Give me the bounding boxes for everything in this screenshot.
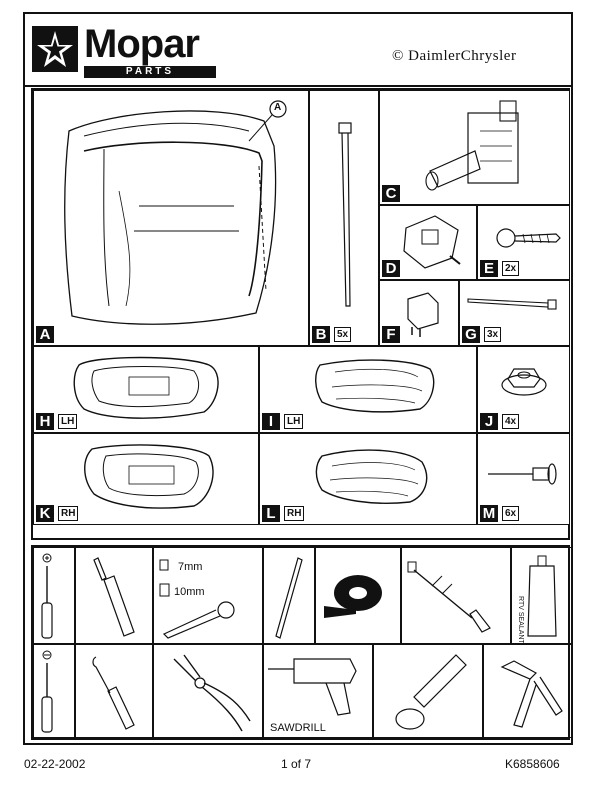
part-letter-h: H [36,413,54,430]
footer-date: 02-22-2002 [24,757,86,771]
footer-page: 1 of 7 [281,757,312,771]
parts-bar: PARTS [84,66,216,78]
header-divider [23,85,573,87]
part-cell-d: D [379,205,477,280]
lh-fog-lamp-illustration [315,359,435,413]
lh-bezel-illustration [73,356,219,419]
part-cell-k: K RH [33,433,259,525]
copyright-notice: © DaimlerChrysler [392,48,517,64]
part-qty-m: 6x [502,506,520,521]
side-cutter-icon [173,654,251,732]
part-cell-c: C [379,90,570,205]
hood-illustration [64,100,287,325]
part-cell-g: G 3x [459,280,570,346]
nut-illustration [501,368,547,396]
part-cell-a: A A [33,90,309,346]
rivet-gun-icon [500,660,563,728]
part-side-k: RH [58,506,79,521]
part-cell-m: M 6x [477,433,570,525]
tool-torque-wrench [401,547,511,644]
sealant-label: RTV SEALANT [517,596,524,644]
rivet-illustration [488,463,557,485]
part-qty-j: 4x [502,414,520,429]
brand-wordmark: Mopar [84,22,200,66]
tool-side-cutters [153,644,263,738]
tool-pick [75,644,153,738]
footer-doc-number: K6858606 [505,757,560,771]
grinder-icon [395,654,467,730]
zip-tie-illustration [338,122,352,307]
tool-sawdrill: SAWDRILL [263,644,373,738]
pick-tool-icon [92,656,135,730]
part-side-i: LH [284,414,304,429]
small-zip-tie-illustration [467,298,557,310]
flat-screwdriver-icon [41,650,53,733]
switch-assembly-illustration [425,100,519,191]
tool-ratchet-sockets: 7mm 10mm [153,547,263,644]
part-cell-i: I LH [259,346,477,433]
tool-phillips-screwdriver [33,547,75,644]
relay-illustration [407,292,439,337]
part-cell-f: F [379,280,459,346]
part-letter-f: F [382,326,400,343]
tool-rod [263,547,315,644]
part-cell-h: H LH [33,346,259,433]
sealant-tube-icon [527,555,557,637]
part-letter-j: J [480,413,498,430]
tool-electrical-tape [315,547,401,644]
part-qty-g: 3x [484,327,502,342]
tape-roll-icon [324,575,382,618]
part-letter-c: C [382,185,400,202]
part-cell-l: L RH [259,433,477,525]
part-letter-i: I [262,413,280,430]
part-qty-e: 2x [502,261,520,276]
tool-flat-screwdriver [33,644,75,738]
torque-wrench-icon [407,561,491,633]
screw-illustration [496,228,561,248]
part-letter-m: M [480,505,498,522]
part-letter-l: L [262,505,280,522]
tool-die-grinder [373,644,483,738]
trim-tool-icon [93,557,135,637]
page-frame [23,12,573,745]
rh-fog-lamp-illustration [315,449,428,504]
pentastar-logo [32,26,78,72]
part-letter-g: G [462,326,480,343]
part-side-h: LH [58,414,78,429]
part-letter-e: E [480,260,498,277]
part-cell-e: E 2x [477,205,570,280]
tool-rivet-gun [483,644,572,738]
fog-switch-illustration [403,215,461,269]
part-letter-d: D [382,260,400,277]
tools-grid: 7mm 10mm RTV SEALANT [31,545,572,740]
part-letter-b: B [312,326,330,343]
part-letter-a: A [36,326,54,343]
phillips-screwdriver-icon [41,553,53,639]
part-letter-k: K [36,505,54,522]
part-side-l: RH [284,506,305,521]
drill-icon [268,658,357,716]
callout-a: A [274,102,282,113]
rod-icon [275,557,303,639]
parts-grid: A A B 5x C D [31,88,570,540]
sawdrill-label: SAWDRILL [270,722,326,734]
tool-trim-stick [75,547,153,644]
ratchet-icon [159,559,235,639]
part-cell-j: J 4x [477,346,570,433]
socket-size-small: 7mm [178,561,203,573]
tool-rtv-sealant: RTV SEALANT [511,547,572,644]
socket-size-large: 10mm [174,586,205,598]
part-cell-b: B 5x [309,90,379,346]
rh-bezel-illustration [84,444,214,509]
part-qty-b: 5x [334,327,352,342]
